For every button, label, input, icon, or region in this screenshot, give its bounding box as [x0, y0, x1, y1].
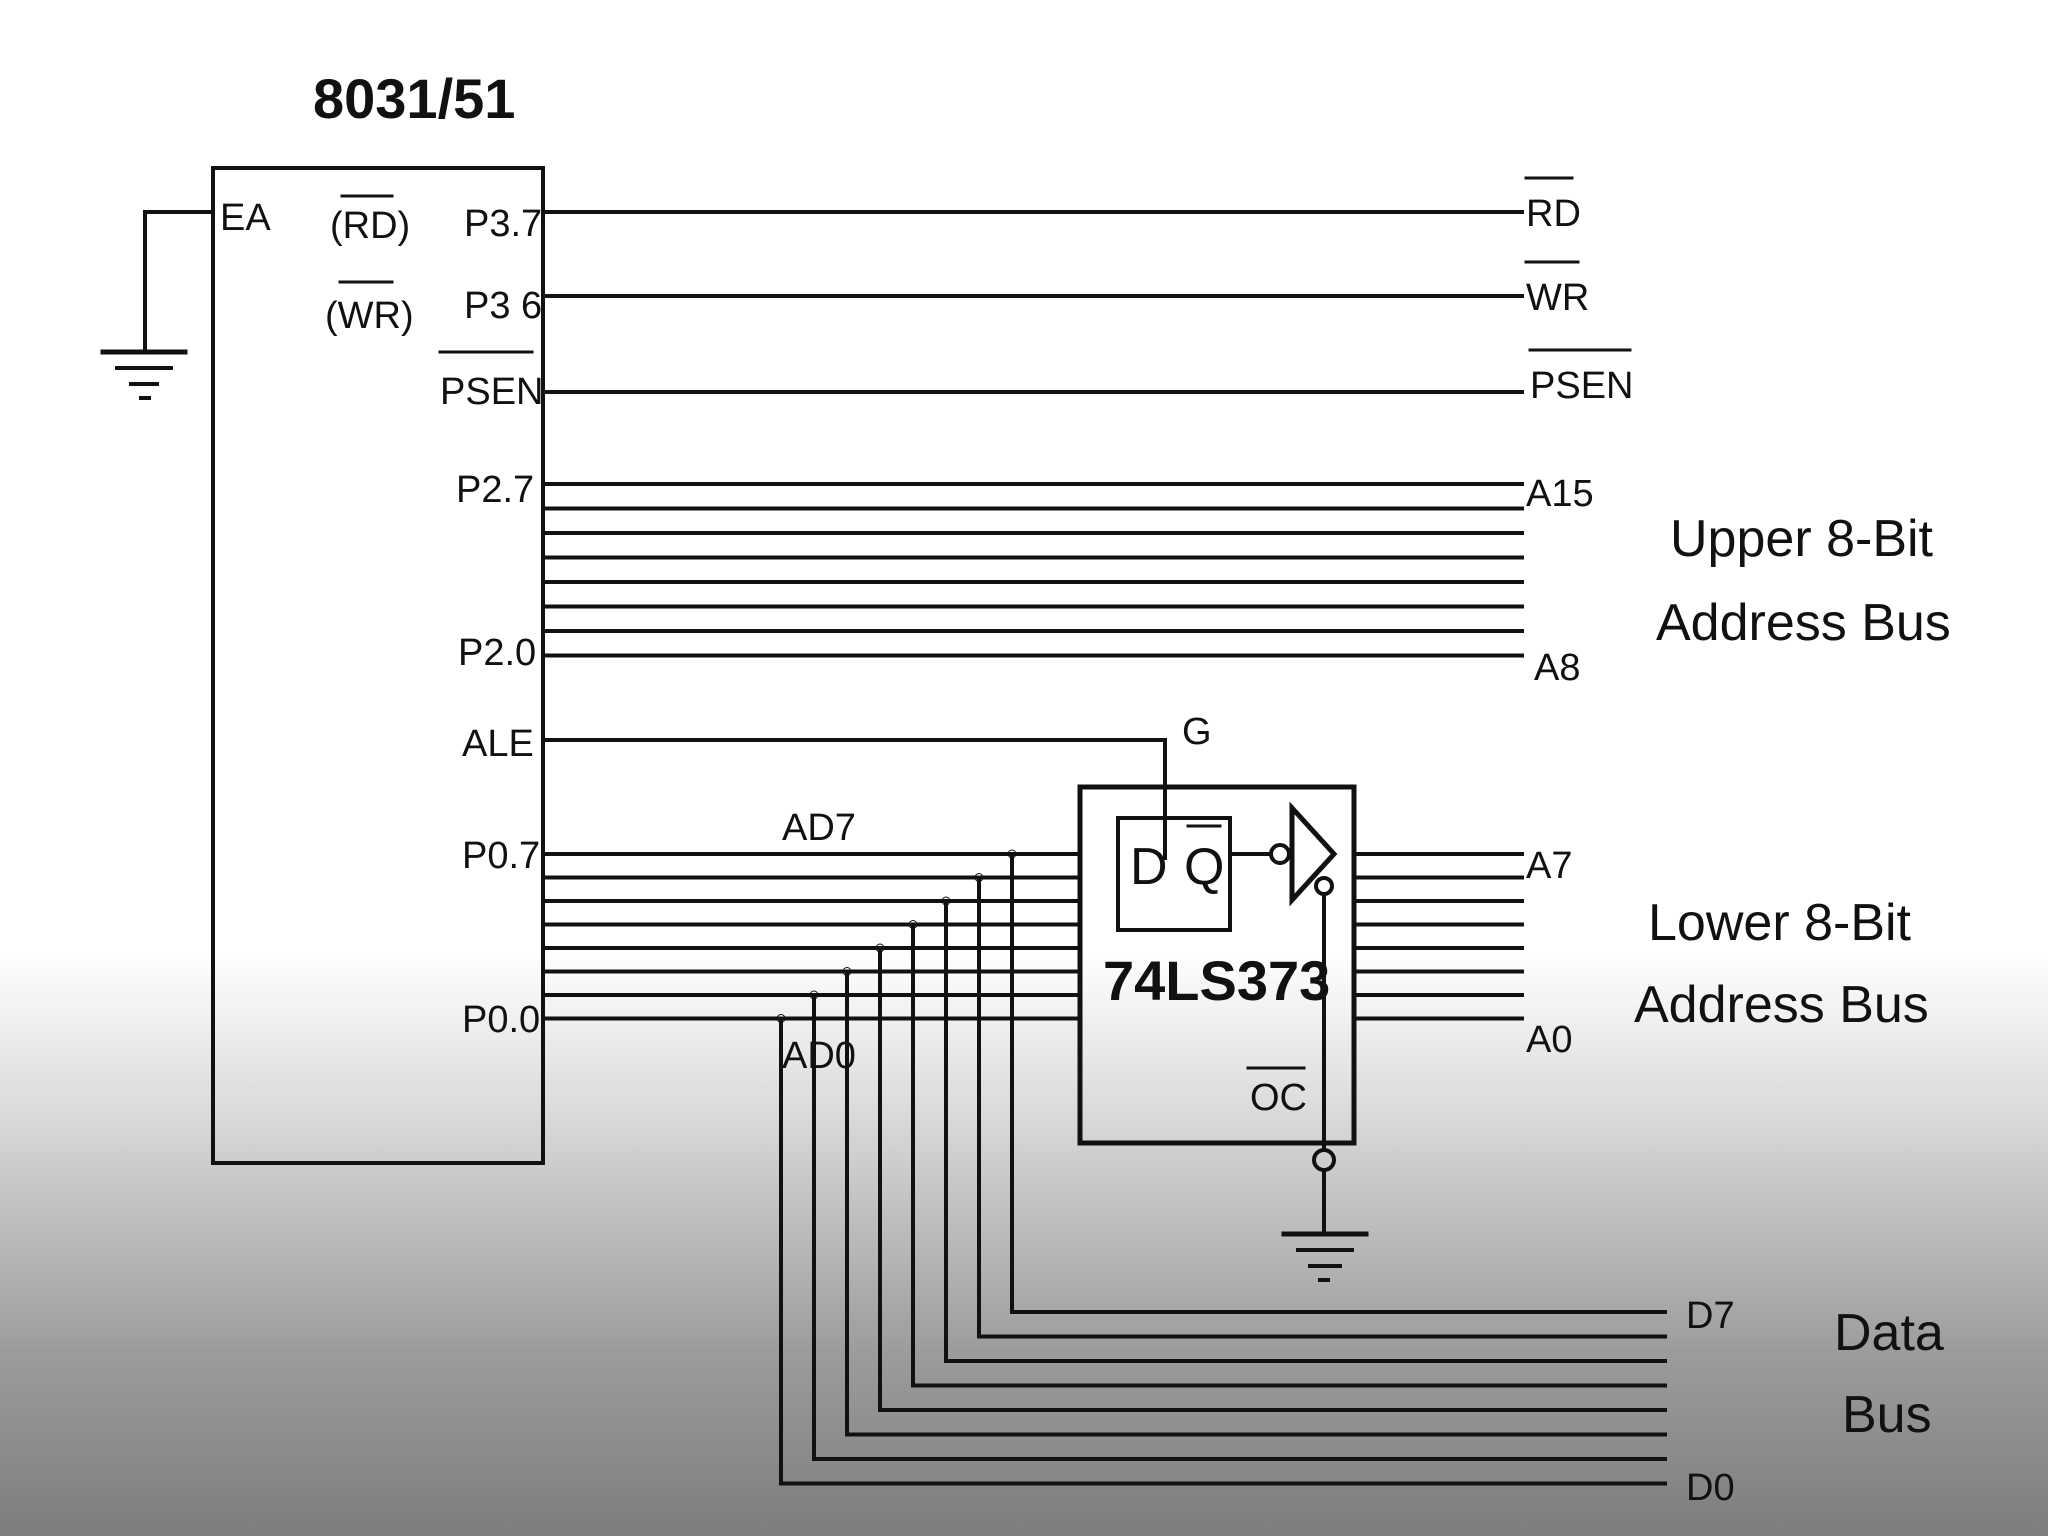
- upper-bus-label-line2: Address Bus: [1656, 594, 1951, 652]
- ea-ground-connection: [100, 210, 215, 400]
- upper-address-bus: [541, 482, 1524, 658]
- junction-dot: [974, 873, 984, 882]
- pin-p00-label: P0.0: [462, 999, 540, 1041]
- data-bus-line: [878, 946, 1667, 1412]
- pin-ale-label: ALE: [462, 723, 534, 765]
- latch-74ls373: D Q 74LS373 OC: [1077, 784, 1369, 1282]
- microcontroller-8031: 8031/51 EA (RD) (WR) P3.7 P3 6 PSEN P2.7…: [211, 67, 545, 1165]
- junction-dot: [1007, 849, 1017, 859]
- pin-ea-label: EA: [220, 197, 271, 239]
- junction-dot: [842, 967, 852, 976]
- upper-bus-label-line1: Upper 8-Bit: [1670, 510, 1934, 568]
- latch-q-label: Q: [1184, 838, 1224, 896]
- ea-wire: [143, 210, 215, 354]
- pin-p07-label: P0.7: [462, 835, 540, 877]
- rd-signal-label: RD: [1526, 193, 1581, 235]
- pin-wr-alt-label: (WR): [325, 295, 414, 337]
- data-bus-line: [911, 922, 1667, 1388]
- latch-oc-label: OC: [1250, 1077, 1307, 1119]
- pin-p20-label: P2.0: [458, 632, 536, 674]
- enable-bubble: [1314, 876, 1334, 896]
- tristate-buffer-icon: [1289, 801, 1338, 907]
- data-bus-bottom-label: D0: [1686, 1467, 1735, 1509]
- junction-dot: [809, 990, 819, 1000]
- multiplexed-address-data-bus: [541, 852, 1082, 1021]
- lower-bus-bottom-label: A0: [1526, 1019, 1572, 1061]
- latch-body: [1077, 784, 1357, 1146]
- junction-dot: [776, 1014, 786, 1023]
- data-bus-label-line1: Data: [1834, 1304, 1944, 1362]
- inverter-bubble: [1269, 843, 1291, 865]
- latch-g-label: G: [1182, 711, 1212, 753]
- data-bus-line: [944, 899, 1667, 1363]
- lower-address-bus: [1352, 852, 1524, 1021]
- data-bus-label-line2: Bus: [1842, 1386, 1932, 1444]
- data-bus-top-label: D7: [1686, 1295, 1735, 1337]
- lower-bus-label-line2: Address Bus: [1634, 976, 1929, 1034]
- ad-bus-top-label: AD7: [782, 807, 856, 849]
- lower-bus-label-line1: Lower 8-Bit: [1648, 894, 1912, 952]
- pin-p37-label: P3.7: [464, 203, 542, 245]
- data-bus-line: [779, 1016, 1667, 1486]
- junction-dot: [875, 943, 885, 953]
- data-bus-line: [977, 875, 1667, 1339]
- data-bus: [776, 849, 1667, 1486]
- flipflop-box: [1116, 816, 1232, 932]
- ad-bus-bottom-label: AD0: [782, 1035, 856, 1077]
- upper-bus-bottom-label: A8: [1534, 647, 1580, 689]
- junction-dot: [941, 896, 951, 906]
- upper-bus-top-label: A15: [1526, 473, 1594, 515]
- pin-p36-label: P3 6: [464, 285, 542, 327]
- pin-p27-label: P2.7: [456, 469, 534, 511]
- mcu-title: 8031/51: [313, 67, 515, 130]
- pin-psen-label: PSEN: [440, 371, 543, 413]
- control-signals: RD WR PSEN: [541, 176, 1633, 407]
- latch-name-label: 74LS373: [1103, 949, 1330, 1012]
- wr-signal-label: WR: [1526, 277, 1589, 319]
- mcu-body: [211, 166, 545, 1165]
- data-bus-line: [845, 969, 1667, 1437]
- psen-signal-label: PSEN: [1530, 365, 1633, 407]
- data-bus-line: [812, 993, 1667, 1461]
- junction-dot: [908, 920, 918, 929]
- oc-bubble: [1312, 1148, 1336, 1172]
- pin-rd-alt-label: (RD): [330, 205, 410, 247]
- lower-bus-top-label: A7: [1526, 845, 1572, 887]
- data-bus-line: [1010, 852, 1667, 1314]
- latch-d-label: D: [1130, 838, 1168, 896]
